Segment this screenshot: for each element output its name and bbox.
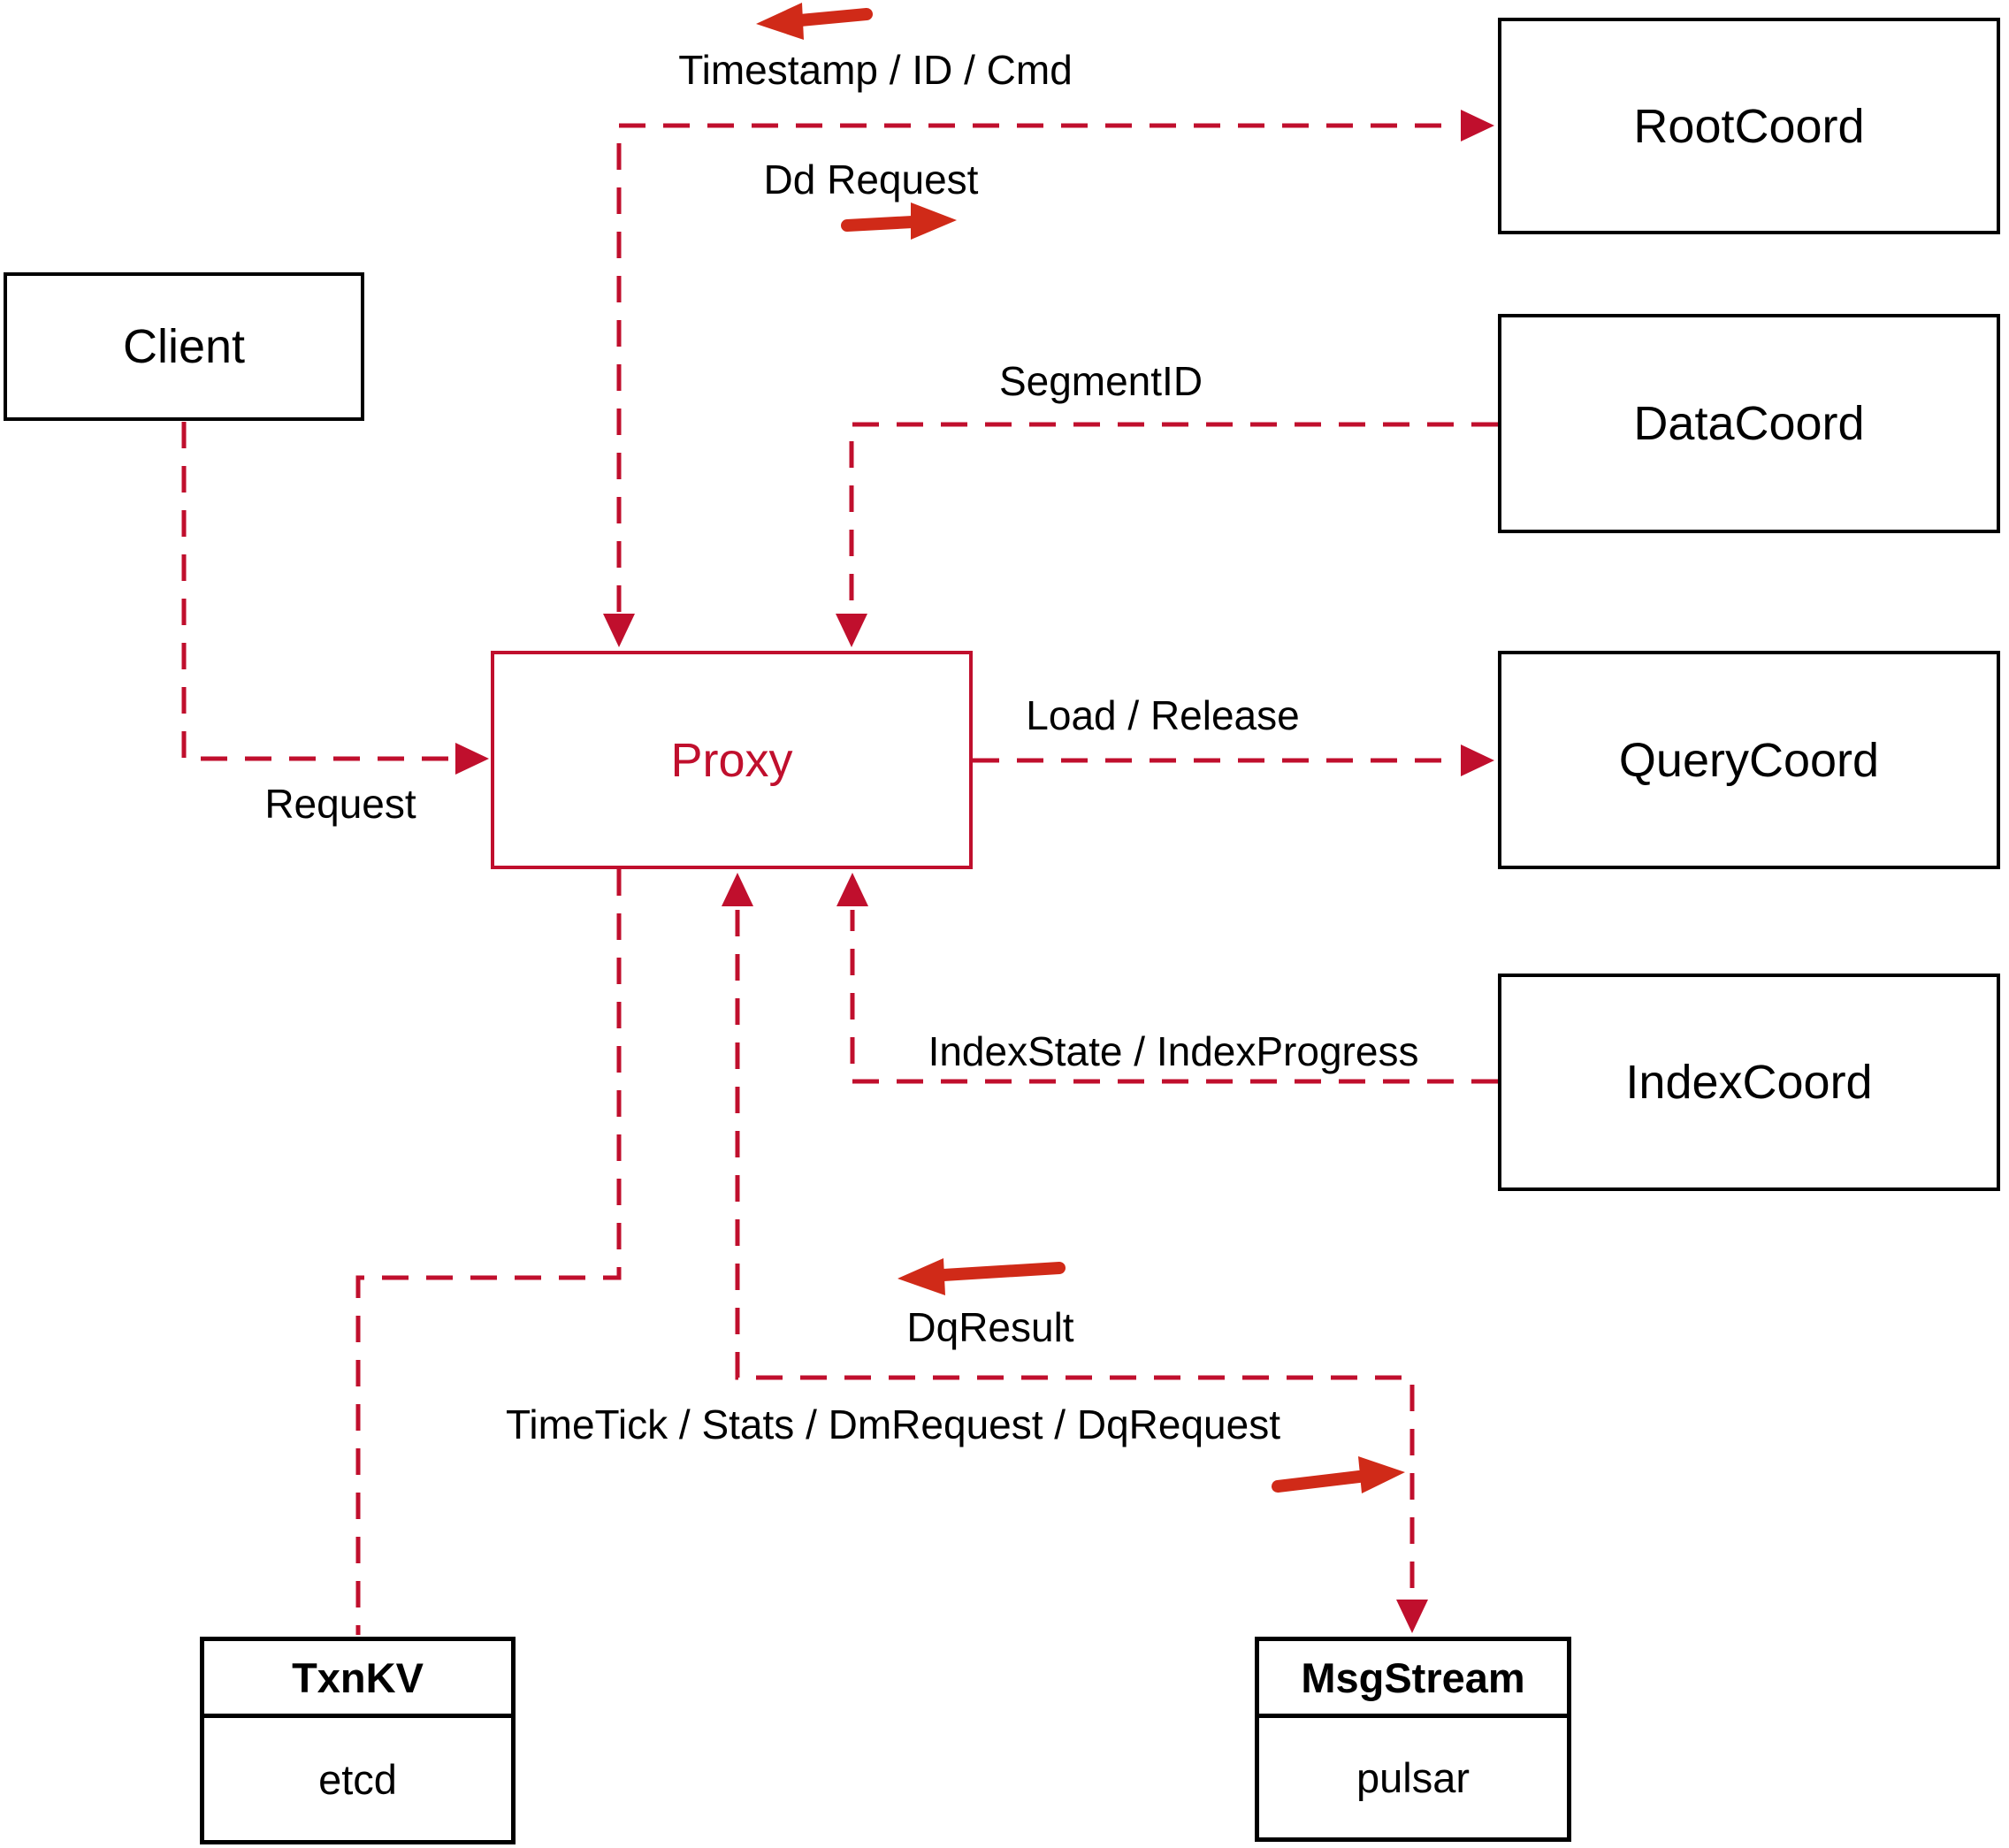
- arrowhead-into-msgstream: [1396, 1600, 1428, 1633]
- node-querycoord: QueryCoord: [1498, 651, 2000, 869]
- arrowhead-into-querycoord: [1461, 745, 1494, 776]
- node-datacoord-label: DataCoord: [1633, 397, 1865, 450]
- edge-label-segmentid: SegmentID: [998, 358, 1203, 404]
- timestamp-direction-arrow-left: [756, 3, 873, 40]
- node-indexcoord-label: IndexCoord: [1625, 1056, 1873, 1109]
- node-querycoord-label: QueryCoord: [1618, 733, 1880, 787]
- proxy-to-txnkv-line: [355, 869, 622, 1635]
- node-client: Client: [4, 272, 364, 421]
- arrow-head: [1358, 1456, 1405, 1493]
- client-to-proxy-connector: [181, 422, 489, 775]
- datacoord-to-proxy-connector: [836, 422, 1498, 647]
- indexcoord-to-proxy-line: [850, 910, 1498, 1084]
- node-txnkv-subtitle: etcd: [318, 1755, 397, 1803]
- arrow-head: [756, 3, 804, 40]
- edge-label-dqresult: DqResult: [906, 1304, 1074, 1350]
- node-proxy: Proxy: [491, 651, 973, 869]
- node-proxy-label: Proxy: [670, 733, 793, 787]
- edge-label-indexstate-indexprogress: IndexState / IndexProgress: [928, 1028, 1419, 1074]
- node-txnkv: TxnKV etcd: [200, 1637, 516, 1844]
- arrow-shaft: [794, 8, 873, 27]
- node-msgstream-subtitle: pulsar: [1356, 1754, 1470, 1801]
- edge-label-dd-request: Dd Request: [763, 157, 979, 202]
- proxy-to-txnkv-connector: [355, 869, 622, 1635]
- arrowhead-into-proxy-top-right: [836, 614, 867, 647]
- arrow-shaft: [1272, 1470, 1365, 1493]
- edge-label-timestamp-id-cmd: Timestamp / ID / Cmd: [678, 47, 1073, 93]
- node-indexcoord: IndexCoord: [1498, 974, 2000, 1191]
- arrowhead-into-rootcoord: [1461, 110, 1494, 141]
- node-datacoord: DataCoord: [1498, 314, 2000, 533]
- proxy-to-querycoord-connector: [973, 745, 1494, 776]
- proxy-rootcoord-connector: [603, 110, 1494, 647]
- arrow-head: [898, 1258, 945, 1295]
- proxy-msgstream-connector: [722, 873, 1428, 1633]
- arrowhead-into-proxy-top-left: [603, 614, 635, 647]
- arrow-shaft: [937, 1262, 1066, 1281]
- arrow-shaft: [841, 216, 919, 232]
- edge-label-load-release: Load / Release: [1026, 692, 1300, 738]
- arrowhead-into-proxy-bottom-right: [836, 873, 868, 906]
- timetick-direction-arrow-right: [1272, 1456, 1405, 1493]
- dd-request-direction-arrow-right: [841, 202, 957, 240]
- node-rootcoord: RootCoord: [1498, 18, 2000, 234]
- client-to-proxy-line: [181, 422, 453, 761]
- arrowhead-into-proxy-bottom-middle: [722, 873, 753, 906]
- dqresult-direction-arrow-left: [898, 1258, 1066, 1295]
- node-txnkv-title: TxnKV: [204, 1641, 511, 1718]
- proxy-msgstream-line: [735, 910, 1415, 1596]
- arrowhead-into-proxy-left: [455, 743, 489, 775]
- proxy-rootcoord-line: [616, 123, 1457, 612]
- arrow-head: [911, 202, 957, 240]
- edge-label-request: Request: [264, 781, 416, 827]
- node-rootcoord-label: RootCoord: [1633, 99, 1865, 153]
- edge-label-timetick-stats-dmrequest-dqrequest: TimeTick / Stats / DmRequest / DqRequest: [506, 1401, 1280, 1447]
- node-client-label: Client: [122, 320, 246, 373]
- node-msgstream-title: MsgStream: [1259, 1641, 1567, 1718]
- indexcoord-to-proxy-connector: [836, 873, 1498, 1084]
- datacoord-to-proxy-line: [849, 422, 1498, 610]
- node-msgstream: MsgStream pulsar: [1255, 1637, 1571, 1842]
